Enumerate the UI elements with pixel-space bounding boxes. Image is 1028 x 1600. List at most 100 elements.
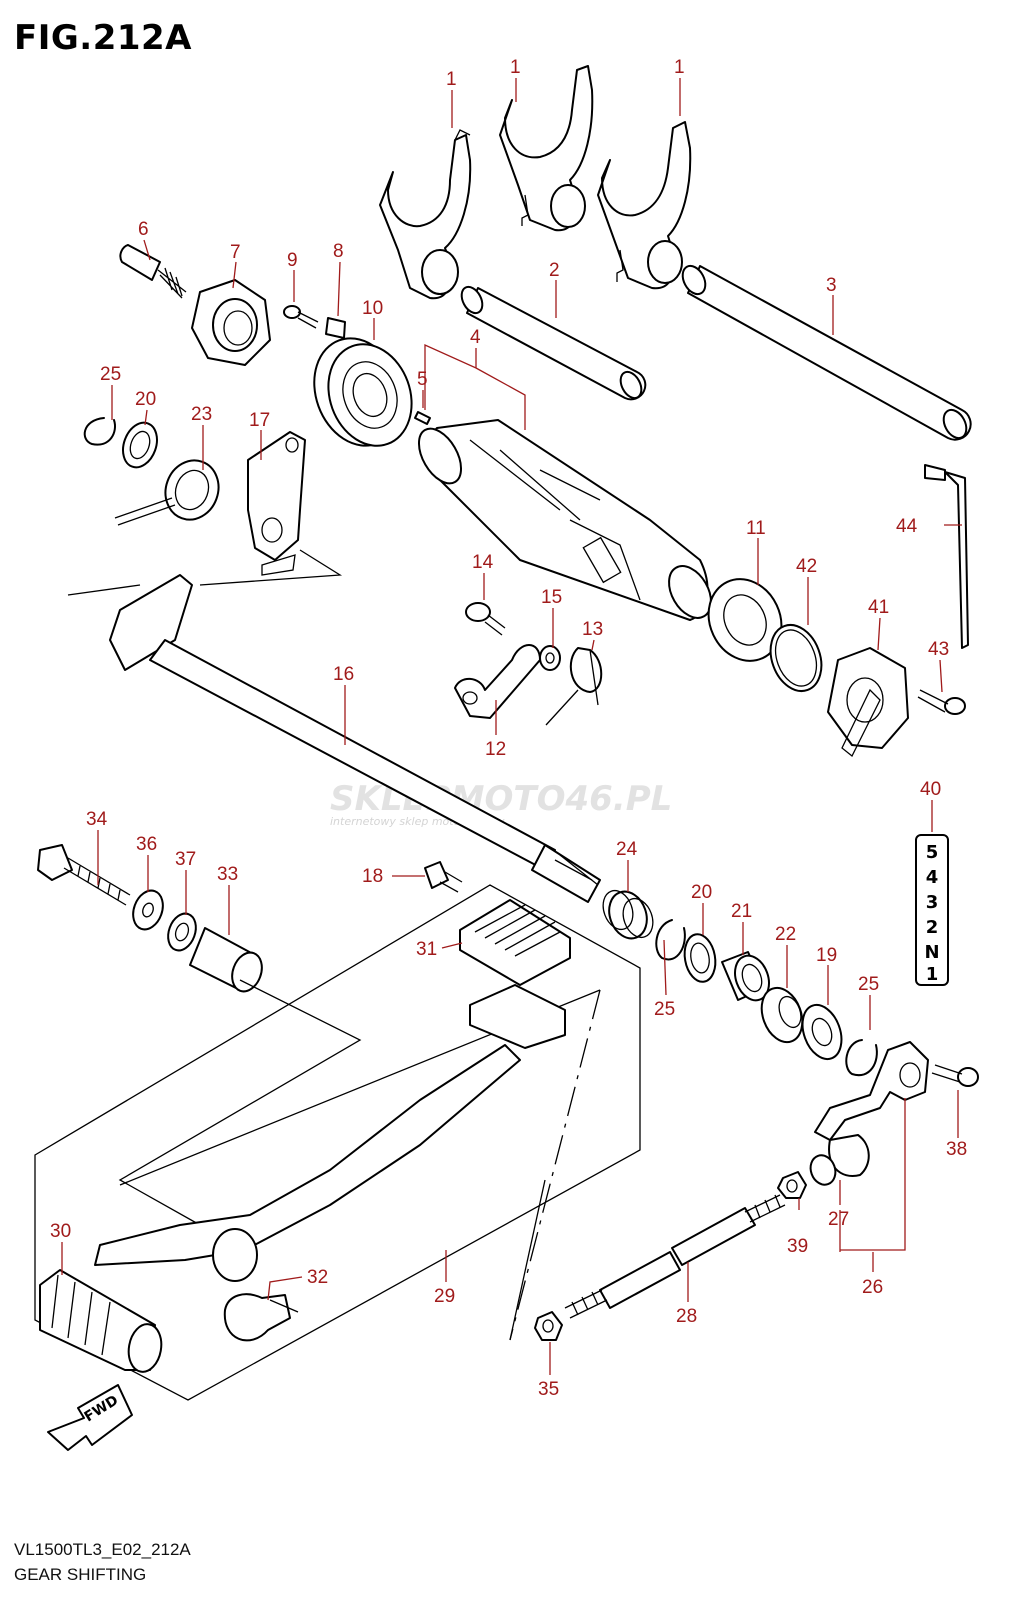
- fork-shaft-2: [460, 285, 647, 401]
- callout-36: 36: [136, 834, 157, 855]
- callout-13: 13: [582, 619, 603, 640]
- callout-26: 26: [862, 1277, 883, 1298]
- callout-34: 34: [86, 809, 108, 830]
- callout-24: 24: [616, 839, 638, 860]
- callout-2: 2: [549, 260, 560, 281]
- callout-29: 29: [434, 1286, 455, 1307]
- callout-38: 38: [946, 1139, 967, 1160]
- sensor-lead-44: [924, 464, 969, 649]
- washer-19: [801, 1003, 843, 1061]
- callout-43: 43: [928, 639, 949, 660]
- figure-code: VL1500TL3_E02_212A: [14, 1540, 191, 1559]
- callout-22: 22: [775, 924, 796, 945]
- callout-14: 14: [472, 552, 494, 573]
- callout-25a: 25: [100, 364, 121, 385]
- figure-title: FIG.212A: [14, 18, 192, 58]
- washer-20-left: [122, 421, 158, 469]
- bearing-11: [707, 578, 783, 662]
- callout-20a: 20: [135, 389, 156, 410]
- washer-15: [539, 645, 561, 671]
- callout-23: 23: [191, 404, 212, 425]
- callout-19: 19: [816, 945, 837, 966]
- oil-seal-22: [760, 986, 804, 1044]
- gear-position-0: 5: [926, 842, 939, 863]
- peg-bolt-32: [223, 1293, 299, 1342]
- bolt-34: [37, 844, 131, 906]
- callout-6: 6: [138, 219, 149, 240]
- callout-35: 35: [538, 1379, 559, 1400]
- spacer-33: [189, 927, 263, 993]
- gear-position-1: 4: [926, 867, 939, 888]
- gear-position-switch-41: [827, 647, 909, 758]
- gear-indicator-40: 5 4 3 2 N 1: [915, 834, 949, 986]
- gear-position-3: 2: [926, 917, 939, 938]
- return-spring-23: [114, 459, 220, 526]
- callout-41: 41: [868, 597, 889, 618]
- bearing-21: [721, 951, 770, 1002]
- gear-shift-shaft-16: [109, 574, 601, 903]
- shift-fork-left: [379, 129, 472, 300]
- figure-name: GEAR SHIFTING: [14, 1565, 147, 1584]
- cam-driven-arm-12: [454, 644, 541, 719]
- gear-shift-lever-26: [814, 1041, 929, 1177]
- gear-shift-cam: [417, 419, 712, 621]
- circlip-25-right: [845, 1039, 878, 1077]
- callout-7: 7: [230, 242, 241, 263]
- callout-3: 3: [826, 275, 837, 296]
- plate-8: [325, 317, 346, 339]
- callout-20b: 20: [691, 882, 712, 903]
- spring-24: [602, 889, 654, 940]
- bolt-43: [917, 689, 966, 715]
- screw-9: [283, 305, 319, 329]
- callout-5: 5: [417, 369, 428, 390]
- callout-4: 4: [470, 327, 481, 348]
- callout-40: 40: [920, 779, 941, 800]
- spring-13: [545, 647, 603, 726]
- bolt-38: [931, 1064, 979, 1087]
- callout-17: 17: [249, 410, 270, 431]
- callout-9: 9: [287, 250, 298, 271]
- callout-10: 10: [362, 298, 383, 319]
- washer-37: [167, 912, 197, 952]
- gear-position-5: 1: [926, 964, 939, 985]
- o-ring-42: [769, 624, 823, 692]
- shift-fork-middle: [499, 65, 594, 232]
- callout-21: 21: [731, 901, 752, 922]
- bolt-18: [424, 861, 463, 893]
- bolt-14: [465, 602, 506, 636]
- callout-44: 44: [896, 516, 918, 537]
- callout-32: 32: [307, 1267, 328, 1288]
- callout-30: 30: [50, 1221, 71, 1242]
- callout-28: 28: [676, 1306, 697, 1327]
- callout-27: 27: [828, 1209, 849, 1230]
- gear-position-4: N: [924, 942, 939, 963]
- joint-27: [809, 1154, 837, 1186]
- circlip-25-middle: [655, 919, 686, 961]
- nut-39: [777, 1171, 807, 1199]
- assembly-line-lever: [509, 989, 601, 1341]
- fork-shaft-3: [681, 264, 972, 441]
- callouts: 1 1 1 2 3 4 5 6 7 8 9 10 11 12 13 14 15 …: [50, 57, 967, 1400]
- leader-lines: [61, 78, 962, 1375]
- cam-stopper-7: [191, 279, 271, 366]
- callout-8: 8: [333, 241, 344, 262]
- nut-35: [534, 1311, 563, 1341]
- shift-fork-right: [597, 121, 692, 290]
- cam-pin: [414, 411, 431, 425]
- callout-16: 16: [333, 664, 354, 685]
- callout-18: 18: [362, 866, 383, 887]
- callout-1b: 1: [510, 57, 521, 78]
- fwd-arrow-icon: FWD: [47, 1384, 133, 1451]
- callout-33: 33: [217, 864, 238, 885]
- shift-plate-17: [247, 431, 306, 576]
- callout-15: 15: [541, 587, 562, 608]
- circlip-25-left: [83, 417, 116, 446]
- assembly-line-17: [67, 549, 343, 596]
- callout-11: 11: [746, 518, 766, 539]
- washer-20-right: [683, 933, 717, 983]
- callout-25c: 25: [858, 974, 879, 995]
- washer-36: [132, 889, 164, 931]
- callout-1a: 1: [446, 69, 457, 90]
- assembly-line-rod: [509, 1179, 546, 1341]
